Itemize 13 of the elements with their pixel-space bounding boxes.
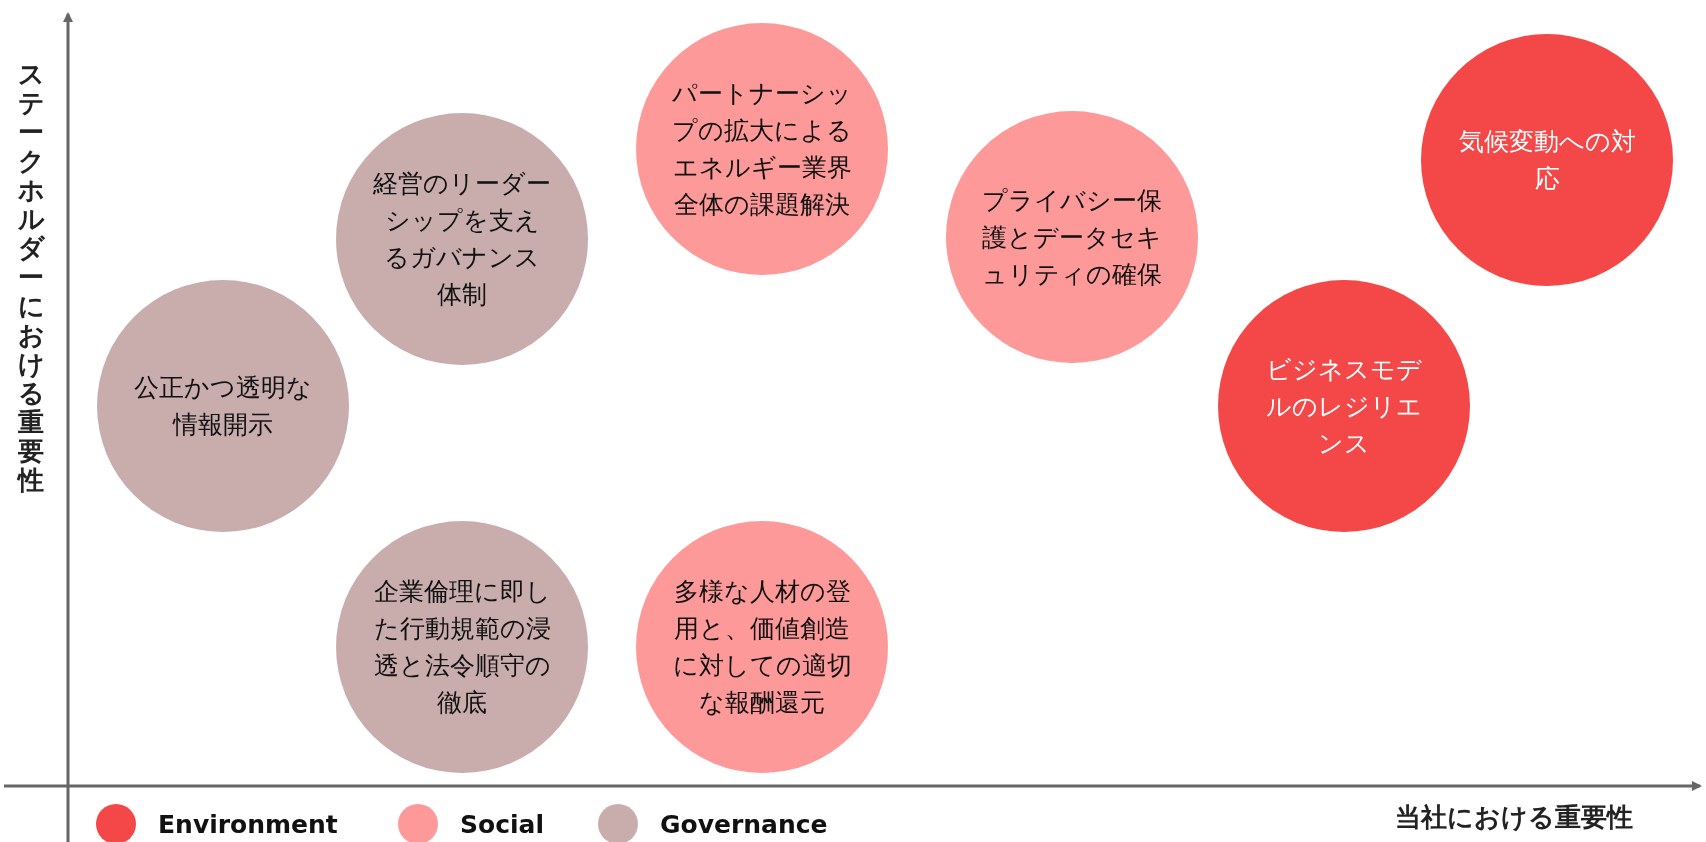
topic-text: 公正かつ透明な情報開示	[133, 372, 313, 441]
topic-text: パートナーシップの拡大によるエネルギー業界全体の課題解決	[672, 78, 852, 221]
topic-text: ビジネスモデルのレジリエンス	[1265, 353, 1423, 460]
topic-text: 経営のリーダーシップを支えるガバナンス体制	[372, 168, 552, 311]
axis-title: 当社における重要性	[1395, 801, 1633, 834]
axis-title: ステークホルダーにおける重要性	[18, 60, 44, 495]
topic-text: 多様な人材の登用と、価値創造に対しての適切な報酬還元	[672, 576, 852, 719]
legend-label: Governance	[660, 810, 828, 839]
topic-text: 企業倫理に即した行動規範の浸透と法令順守の徹底	[372, 576, 552, 719]
legend-label: Environment	[158, 810, 338, 839]
topic-text: プライバシー保護とデータセキュリティの確保	[982, 184, 1162, 291]
topic-text: 気候変動への対応	[1457, 126, 1637, 195]
legend-label: Social	[460, 810, 544, 839]
